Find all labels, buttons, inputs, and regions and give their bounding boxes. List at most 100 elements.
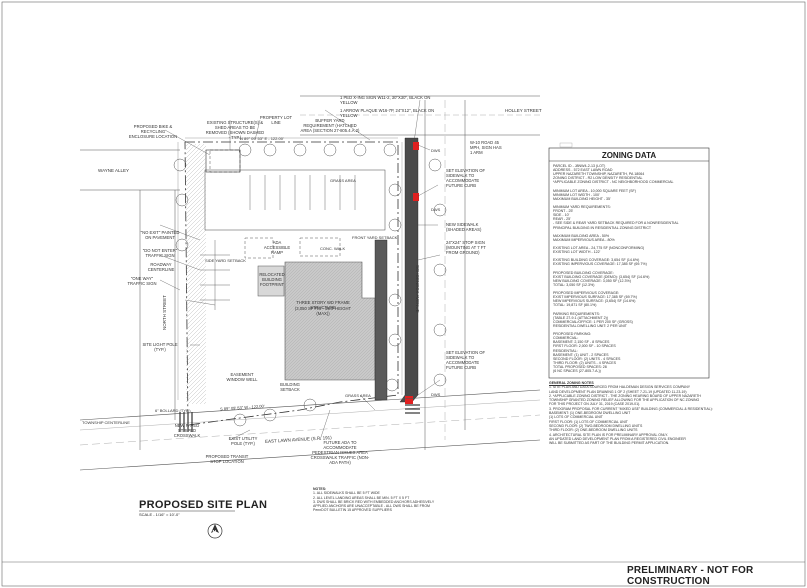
plan-note-line: APPLIED ANCHORS ARE UNACCEPTABLE - ALL D… bbox=[313, 504, 430, 509]
north-street-label: NORTH STREET bbox=[162, 295, 167, 330]
zoning-line: COMMERCIAL/OFFICE: 1 PER 200 SF (GROSS) bbox=[553, 319, 633, 324]
sheet-title: PROPOSED SITE PLAN bbox=[139, 499, 268, 511]
general-notes: GENERAL ZONING NOTES 1. SITE PLAN AND DA… bbox=[549, 381, 719, 445]
zoning-line: MINIMUM LOT WIDTH - 100' bbox=[553, 192, 600, 197]
bearing-top-label: N 89° 09' 53" E - 122.00' bbox=[240, 136, 284, 141]
plan-note-line: 2. ALL LEVEL LANDING AREAS SHALL BE MIN.… bbox=[313, 495, 410, 500]
zoning-line: MINIMUM YARD REQUIREMENTS: bbox=[553, 205, 611, 209]
set-elevation-label-2: SET ELEVATION OF SIDEWALK TO ACCOMMODATE… bbox=[446, 350, 486, 370]
zoning-line: NEW BUILDING COVERAGE: 3,050 SF (12.3%) bbox=[553, 278, 631, 283]
side-setback-label: SIDE YARD SETBACK bbox=[205, 258, 246, 263]
dws-label-south: DWS bbox=[431, 392, 441, 397]
zoning-line: MAXIMUM BUILDING HEIGHT - 35' bbox=[553, 196, 611, 201]
utility-pole-label: EXIST UTILITY POLE (TYP.) bbox=[228, 436, 258, 446]
zoning-line: PARKING REQUIREMENTS: bbox=[553, 311, 600, 316]
conc-walk-label: CONC. WALK bbox=[320, 246, 346, 251]
no-exit-label: "NO EXIT" PAINTED ON PAVEMENT bbox=[140, 230, 180, 240]
general-note-line: FOR THIS PROJECT ON JULY 31, 2019 (CASE … bbox=[549, 402, 641, 407]
dws-marker-south bbox=[405, 396, 413, 404]
zoning-line: SECOND FLOOR: (2) UNITS - 4 SPACES bbox=[553, 356, 621, 361]
zoning-line: FRONT - 25' bbox=[553, 209, 574, 214]
building-label: THREE STORY WD FRAME STRUCTURE bbox=[296, 300, 350, 310]
zoning-line: NEW IMPERVIOUS SURFACE: (3,654) SF (14.6… bbox=[553, 299, 636, 304]
front-setback-label: FRONT YARD SETBACK bbox=[352, 235, 398, 240]
zoning-line: ADDRESS - 572 EAST LAWN ROAD bbox=[553, 168, 613, 173]
zoning-title: ZONING DATA bbox=[601, 151, 657, 160]
proposed-building-footprint bbox=[284, 261, 376, 381]
north-arrow-icon: N bbox=[207, 523, 223, 539]
zoning-line: UPPER NAZARETH TOWNSHIP, NAZARETH, PA 18… bbox=[553, 172, 645, 177]
general-note-line: 2. *APPLICABLE ZONING DISTRICT - THE ZON… bbox=[549, 393, 701, 398]
ada-label: ADA ACCESSIBLE RAMP bbox=[263, 240, 291, 255]
zoning-line: MAXIMUM BUILDING AREA - 50% bbox=[553, 233, 610, 238]
sheet-scale: SCALE - 1/16" = 10'-0" bbox=[139, 512, 180, 517]
zoning-line: RESIDENTIAL DWELLING UNIT: 2 PER UNIT bbox=[553, 323, 627, 328]
zoning-line: COMMERCIAL: bbox=[553, 336, 579, 341]
zoning-line: PROPOSED BUILDING COVERAGE: bbox=[553, 270, 614, 275]
roadway-label: ROADWAY CENTERLINE bbox=[147, 262, 175, 272]
preliminary-status: PRELIMINARY - NOT FOR CONSTRUCTION bbox=[627, 565, 754, 587]
one-way-label: "ONE WAY" TRAFFIC SIGN bbox=[127, 276, 157, 286]
wayne-alley-label: WAYNE ALLEY bbox=[98, 168, 130, 173]
zoning-box-border bbox=[548, 147, 710, 379]
dws-label-mid: DWS bbox=[431, 207, 441, 212]
stop-sign-label: 24"X24" STOP SIGN (MOUNTING AT 7 FT FROM… bbox=[446, 240, 486, 255]
leader-lines bbox=[159, 99, 441, 441]
zoning-line: EXIST IMPERVIOUS SURFACE: 17,385 SF (69.… bbox=[553, 295, 637, 300]
township-line-label: TOWNSHIP CENTERLINE bbox=[82, 420, 130, 425]
buffer-label: BUFFER YARD REQUIREMENT (HATCHED AREA (S… bbox=[300, 118, 360, 133]
schoeneck-label: SCHOENECK AVENUE bbox=[415, 265, 420, 313]
zoning-line: EXISTING LOT WIDTH - 122' bbox=[553, 250, 601, 255]
property-boundary bbox=[184, 141, 399, 426]
zoning-line: FIRST FLOOR: 2,000 SF - 10 SPACES bbox=[553, 344, 616, 349]
general-note-line: BASEMENT: (1) ONE-BEDROOM DWELLING UNIT bbox=[549, 411, 631, 416]
dws-marker-north bbox=[413, 142, 419, 150]
zoning-line: (6 NC SPACES (27-805.7.A.)) bbox=[553, 369, 601, 373]
general-note-line: LAND DEVELOPMENT PLAN DRAWING 1 OF 2 (SH… bbox=[549, 389, 687, 394]
general-note-line: FIRST FLOOR: (1) LOTS OF COMMERCIAL UNIT bbox=[549, 419, 628, 424]
holley-street-label: HOLLEY STREET bbox=[505, 108, 542, 113]
relocated-label: RELOCATED BUILDING FOOTPRINT bbox=[259, 272, 285, 287]
light-pole-label: SITE LIGHT POLE (TYP.) bbox=[142, 342, 178, 352]
arrow-plaque-label: 1 ARROW PLAQUE W16-7P, 24"X12", BLACK ON… bbox=[340, 108, 435, 118]
new-paved-label: NEW PAVED STRIPED CROSSWALK bbox=[173, 423, 201, 438]
general-note-line: 3. PROGRAM PROPOSAL FOR CURRENT "MIXED U… bbox=[549, 406, 713, 411]
new-sidewalk-label: NEW SIDEWALK (SHADED AREAS) bbox=[446, 222, 482, 232]
schoeneck-avenue bbox=[424, 100, 466, 450]
grass-label: GRASS AREA bbox=[330, 178, 356, 183]
zoning-line: BASEMENT: 2,150 SF - 8 SPACES bbox=[553, 340, 610, 345]
zoning-line: ZONING DISTRICT - R2 LOW DENSITY RESIDEN… bbox=[553, 176, 643, 181]
zoning-line: PROPOSED PARKING: bbox=[553, 332, 592, 337]
zoning-line: MINIMUM LOT AREA - 10,000 SQUARE FEET (S… bbox=[553, 188, 636, 193]
plan-note-line: 3. DWS SHALL BE BRICK RED WITH EMBEDDED … bbox=[313, 499, 435, 504]
zoning-line: BASEMENT: (1) UNIT - 2 SPACES bbox=[553, 352, 609, 357]
zoning-line: RESIDENTIAL: bbox=[553, 348, 578, 353]
property-line-label: PROPERTY LOT LINE bbox=[259, 115, 293, 125]
general-note-line: (1) LOTS OF COMMERCIAL UNIT bbox=[549, 415, 603, 420]
buffer-yard bbox=[186, 144, 206, 404]
set-elevation-label: SET ELEVATION OF SIDEWALK TO ACCOMMODATE… bbox=[446, 168, 486, 188]
zoning-line: SIDE - 10' bbox=[553, 213, 570, 218]
zoning-line: PARCEL ID - J8NW4-2-13 (LOT) bbox=[553, 164, 606, 168]
building-sidewalk bbox=[374, 239, 388, 401]
dws-label-north: DWS bbox=[431, 148, 441, 153]
transit-label: PROPOSED TRANSIT STOP LOCATION bbox=[205, 454, 249, 464]
zoning-line: EXISTING IMPERVIOUS COVERAGE: 17,385 SF … bbox=[553, 262, 647, 267]
existing-structures-label: EXISTING STRUCTURE(S) & SHED AREAS TO BE… bbox=[205, 120, 265, 140]
dws-marker-mid bbox=[413, 193, 419, 201]
general-notes-lines: 1. SITE PLAN AND DATA SOURCED FROM HALDE… bbox=[549, 385, 719, 445]
zoning-tab bbox=[559, 142, 573, 148]
general-note-line: SECOND FLOOR: (2) TWO-BEDROOM DWELLING U… bbox=[549, 423, 643, 428]
zoning-line: PROPOSED IMPERVIOUS COVERAGE: bbox=[553, 291, 620, 296]
bike-enclosure-label: PROPOSED BIKE & RECYCLING ENCLOSURE LOCA… bbox=[128, 124, 178, 139]
zoning-line: (TABLE 27-9.1 (ATTACHMENT 2)) bbox=[553, 315, 609, 320]
zoning-line: PRINCIPAL BUILDING IN RESIDENTIAL ZONING… bbox=[553, 225, 652, 230]
plan-notes-heading: NOTES: bbox=[313, 487, 327, 491]
grass-area2-label: GRASS AREA bbox=[345, 393, 371, 398]
general-note-line: THIRD FLOOR: (2) ONE-BEDROOM DWELLING UN… bbox=[549, 428, 638, 433]
zoning-line: - SEE SIDE & REAR YARD SETBACK REQUIRED … bbox=[553, 221, 679, 226]
zoning-line: EXIST BUILDING COVERAGE (DEMO): (3,654) … bbox=[553, 274, 650, 279]
zoning-line: TOTAL: 19,871 SF (80.1%) bbox=[553, 303, 597, 308]
zoning-line: TOTAL: 3,050 SF (12.3%) bbox=[553, 282, 595, 287]
